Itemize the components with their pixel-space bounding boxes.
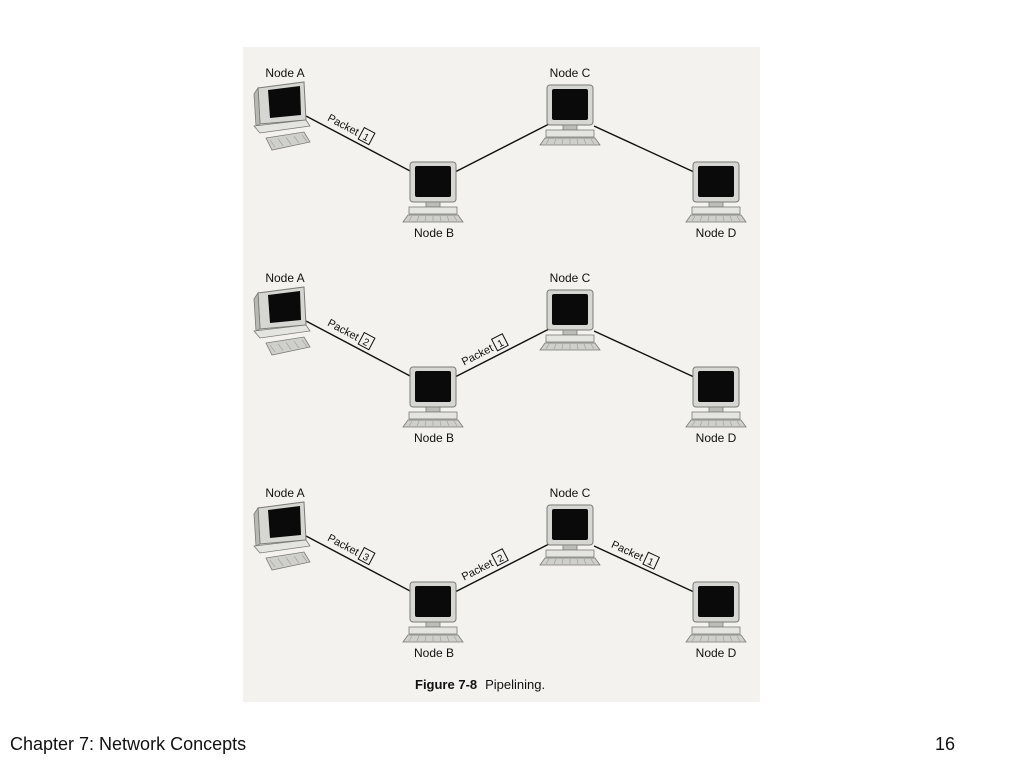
computer-icon-node-c [539,504,601,566]
figure-caption: Figure 7-8 Pipelining. [415,677,545,692]
figure-caption-number: Figure 7-8 [415,677,477,692]
packet-number: 1 [496,338,506,351]
packet-number-box [490,333,509,352]
link-a-b [305,115,413,173]
computer-icon-node-a [253,286,311,356]
packet-label: Packet [325,532,360,558]
packet-number-box [357,546,376,566]
computer-icon-node-b [402,581,464,643]
packet-number: 2 [496,553,506,566]
link-c-d [593,545,695,593]
computer-icon-node-a [253,501,311,571]
packet-number-box [357,331,376,351]
node-label-d: Node D [696,646,737,660]
node-label-b: Node B [414,226,454,240]
computer-icon-node-c [539,289,601,351]
node-label-c: Node C [550,66,591,80]
packet-number: 1 [645,556,655,569]
node-label-a: Node A [265,486,304,500]
figure-caption-title: Pipelining. [485,677,545,692]
link-c-d [593,330,695,378]
computer-icon-node-c [539,84,601,146]
computer-icon-node-d [685,581,747,643]
footer-chapter-title: Chapter 7: Network Concepts [10,734,247,754]
node-label-a: Node A [265,271,304,285]
link-b-c [454,543,550,593]
packet-label: Packet [460,557,495,583]
node-label-d: Node D [696,226,737,240]
node-label-d: Node D [696,431,737,445]
figure-panel [243,47,760,702]
node-label-b: Node B [414,431,454,445]
packet-number: 2 [361,337,371,350]
link-a-b [305,320,413,378]
link-b-c [454,123,550,173]
packet-label: Packet [325,112,360,138]
computer-icon-node-d [685,161,747,223]
node-label-b: Node B [414,646,454,660]
node-label-c: Node C [550,486,591,500]
packet-label: Packet [609,539,645,564]
computer-icon-node-b [402,366,464,428]
footer-page-number: 16 [934,734,955,754]
link-c-d [593,125,695,173]
link-a-b [305,535,413,593]
packet-label: Packet [325,317,360,343]
node-label-c: Node C [550,271,591,285]
packet-number-box [642,551,660,570]
node-label-a: Node A [265,66,304,80]
packet-number-box [357,126,376,146]
computer-icon-node-a [253,81,311,151]
packet-number-box [490,548,509,567]
packet-label: Packet [460,342,495,368]
packet-number: 3 [361,552,371,565]
link-b-c [454,328,550,378]
packet-number: 1 [361,132,371,145]
computer-icon-node-b [402,161,464,223]
computer-icon-node-d [685,366,747,428]
